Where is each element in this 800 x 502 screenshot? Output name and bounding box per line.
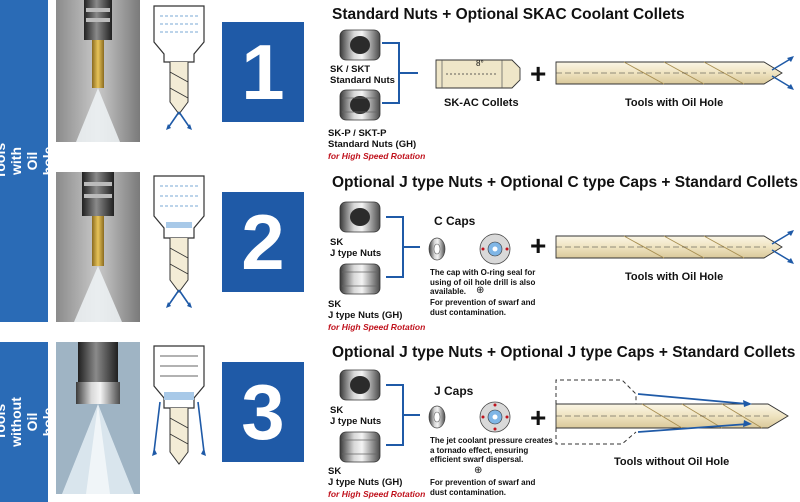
- j-type-nut-gh-image: [338, 260, 382, 298]
- j-type-nut-gh-image: [338, 428, 382, 466]
- circled-plus: ⊕: [474, 465, 483, 476]
- side-tab-with-oil-hole: Tools with Oil hole: [0, 0, 56, 322]
- row-1-title: Standard Nuts + Optional SKAC Coolant Co…: [332, 6, 685, 23]
- row-3-high-speed: for High Speed Rotation: [328, 489, 426, 499]
- drill-without-oil-hole: [552, 374, 798, 452]
- row-number-2: 2: [222, 192, 304, 292]
- row-2-nut2-label: SK J type Nuts (GH): [328, 299, 403, 321]
- row-1-high-speed: for High Speed Rotation: [328, 151, 426, 161]
- row-3-note2: For prevention of swarf and dust contami…: [430, 478, 536, 497]
- sk-ac-collet-image: [432, 54, 522, 94]
- side-tab-without-oil-hole: Tools without Oil hole: [0, 342, 56, 502]
- row-3-bracket: [386, 384, 404, 446]
- row-2-caps-title: C Caps: [434, 214, 476, 228]
- schematic-2: [148, 172, 210, 312]
- standard-nut-image: [338, 26, 382, 64]
- j-type-nut-image: [338, 366, 382, 404]
- row-1-tool-label: Tools with Oil Hole: [625, 97, 724, 109]
- row-2-bracket: [386, 216, 404, 278]
- plus-sign: +: [530, 58, 547, 89]
- row-3-nut1-label: SK J type Nuts: [330, 405, 382, 427]
- side-tab-label: Tools with Oil hole: [0, 142, 56, 180]
- row-number-3: 3: [222, 362, 304, 462]
- row-1-connector: [400, 72, 418, 74]
- row-2-tool-label: Tools with Oil Hole: [625, 271, 724, 283]
- row-3-note1: The jet coolant pressure creates a torna…: [430, 436, 553, 464]
- c-cap-front-image: [478, 232, 512, 266]
- row-2-title: Optional J type Nuts + Optional C type C…: [332, 174, 798, 191]
- j-cap-front-image: [478, 400, 512, 434]
- row-3-caps-title: J Caps: [434, 384, 474, 398]
- row-number-1: 1: [222, 22, 304, 122]
- row-2-high-speed: for High Speed Rotation: [328, 322, 426, 332]
- row-1-bracket: [382, 42, 400, 104]
- circled-plus: ⊕: [476, 285, 485, 296]
- row-2-nut1-label: SK J type Nuts: [330, 237, 382, 259]
- standard-nut-gh-image: [338, 86, 382, 124]
- drill-with-oil-hole-1: [554, 54, 796, 92]
- row-2-connector: [404, 246, 420, 248]
- machining-photo-2: [56, 172, 140, 322]
- schematic-1: [148, 2, 210, 132]
- j-type-nut-image: [338, 198, 382, 236]
- row-3-title: Optional J type Nuts + Optional J type C…: [332, 344, 796, 361]
- schematic-3: [148, 342, 210, 492]
- collet-angle-label: 8°: [476, 59, 484, 68]
- side-tab-label: Tools without Oil hole: [0, 397, 57, 447]
- j-cap-side-image: [426, 404, 448, 430]
- row-1-nut2-label: SK-P / SKT-P Standard Nuts (GH): [328, 128, 417, 150]
- row-3-nut2-label: SK J type Nuts (GH): [328, 466, 403, 488]
- row-1-collet-label: SK-AC Collets: [444, 97, 519, 109]
- c-cap-side-image: [426, 236, 448, 262]
- machining-photo-1: [56, 0, 140, 142]
- drill-with-oil-hole-2: [554, 228, 796, 266]
- row-3-connector: [404, 414, 420, 416]
- row-2-note2: For prevention of swarf and dust contami…: [430, 298, 536, 317]
- row-2-note1: The cap with O-ring seal for using of oi…: [430, 268, 536, 296]
- row-1-nut1-label: SK / SKT Standard Nuts: [330, 64, 395, 86]
- row-3-tool-label: Tools without Oil Hole: [614, 456, 730, 468]
- plus-sign: +: [530, 402, 547, 433]
- machining-photo-3: [56, 342, 140, 494]
- plus-sign: +: [530, 230, 547, 261]
